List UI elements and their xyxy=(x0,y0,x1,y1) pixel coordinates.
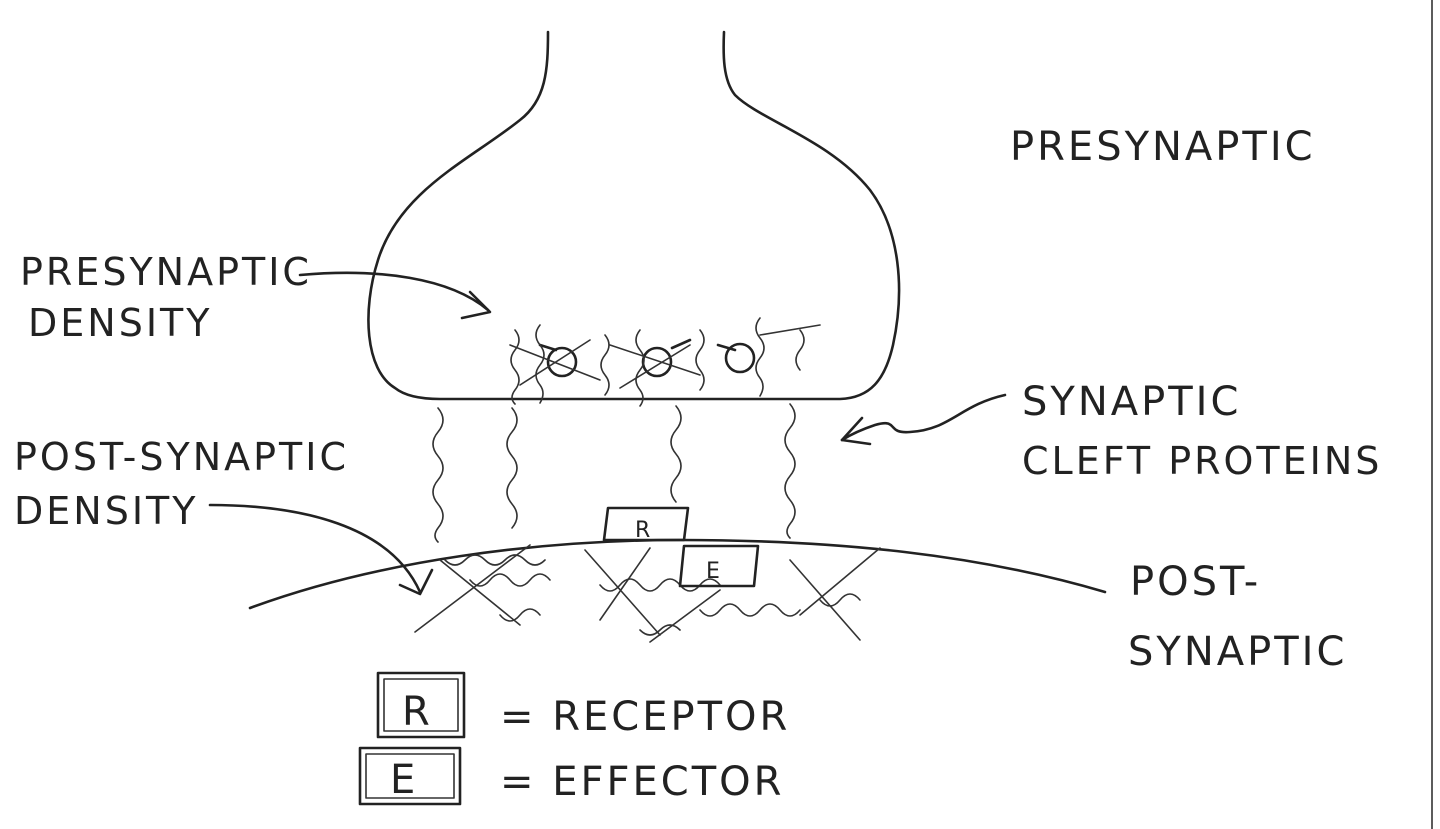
receptor-box: R xyxy=(602,506,690,543)
label-synaptic-cleft-line1: SYNAPTIC xyxy=(1022,379,1241,425)
label-post-synaptic-density-line1: POST-SYNAPTIC xyxy=(14,435,349,479)
vesicle-3 xyxy=(724,342,756,374)
vesicle-group xyxy=(538,338,756,378)
effector-box: E xyxy=(678,544,760,588)
presynaptic-terminal-outline xyxy=(367,30,901,401)
legend-receptor-row: R = RECEPTOR xyxy=(376,671,790,740)
legend-receptor-text: = RECEPTOR xyxy=(500,694,790,740)
vesicle-1 xyxy=(546,346,578,378)
presynaptic-density-squiggles xyxy=(509,317,821,407)
legend-effector-text: = EFFECTOR xyxy=(500,759,784,805)
legend: R = RECEPTOR E = EFFECTOR xyxy=(358,671,790,806)
synaptic-cleft-arrow xyxy=(840,393,1007,442)
label-presynaptic-density-line2: DENSITY xyxy=(28,301,212,345)
legend-receptor-key: R xyxy=(402,689,430,735)
label-presynaptic: PRESYNAPTIC xyxy=(1010,124,1316,170)
post-synaptic-density-arrow xyxy=(208,503,422,594)
label-post-synaptic-line1: POST- xyxy=(1130,559,1261,605)
receptor-box-letter: R xyxy=(635,518,650,543)
legend-effector-row: E = EFFECTOR xyxy=(358,746,784,806)
label-post-synaptic-line2: SYNAPTIC xyxy=(1128,629,1347,675)
post-synaptic-membrane xyxy=(248,538,1107,610)
cleft-protein-squiggles xyxy=(432,403,796,543)
effector-box-letter: E xyxy=(706,559,720,584)
label-post-synaptic-density-line2: DENSITY xyxy=(14,489,198,533)
label-synaptic-cleft-line2: CLEFT PROTEINS xyxy=(1022,439,1382,483)
post-synaptic-density-squiggles xyxy=(414,544,881,643)
legend-effector-key: E xyxy=(390,757,415,803)
vesicle-2 xyxy=(641,346,673,378)
presynaptic-density-arrow xyxy=(298,271,490,312)
label-presynaptic-density-line1: PRESYNAPTIC xyxy=(20,250,312,294)
